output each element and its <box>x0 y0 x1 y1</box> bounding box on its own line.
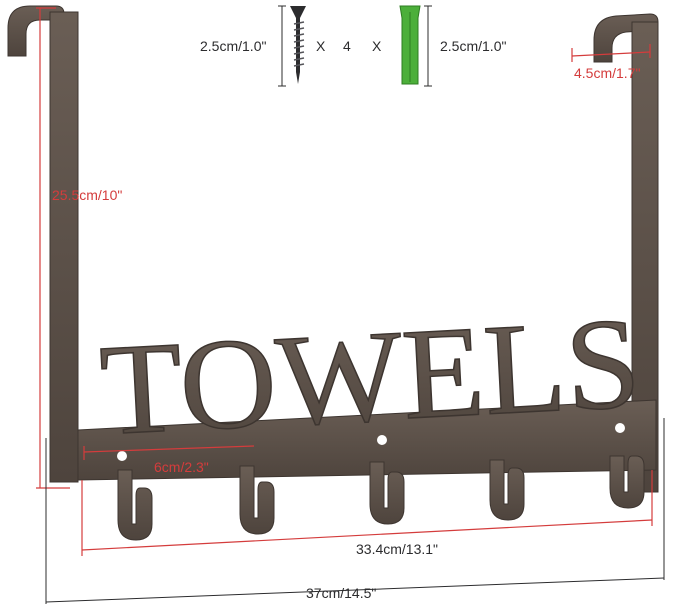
height-label: 25.5cm/10" <box>52 187 122 203</box>
height-dimension-line <box>36 7 70 489</box>
hook-spacing-label: 6cm/2.3" <box>154 459 209 475</box>
left-arm <box>49 11 79 483</box>
multiplier-label: X <box>316 38 326 54</box>
hook-spacing-dimension-line <box>83 445 255 460</box>
multiplier-label-2: X <box>372 38 382 54</box>
hook-3 <box>369 461 405 525</box>
screw-icon <box>278 5 306 87</box>
hook-depth-dimension-line <box>571 44 651 62</box>
screw-hole <box>117 451 127 461</box>
hook-5 <box>609 455 645 509</box>
total-width-dimension-line <box>45 418 665 604</box>
hook-2 <box>239 465 275 535</box>
hook-1 <box>117 469 153 541</box>
total-width-label: 37cm/14.5" <box>306 585 376 601</box>
screw-hole <box>615 423 625 433</box>
screw-hole <box>377 435 387 445</box>
hook-depth-label: 4.5cm/1.7" <box>574 65 640 81</box>
hook-4 <box>489 459 525 521</box>
wall-anchor-icon <box>399 5 432 87</box>
bottom-bar <box>77 399 657 481</box>
screw-count-label: 4 <box>343 38 351 54</box>
hook-span-dimension-line <box>81 470 653 556</box>
hook-span-label: 33.4cm/13.1" <box>356 541 438 557</box>
towels-lettering: TOWELS <box>97 291 644 463</box>
anchor-length-label: 2.5cm/1.0" <box>440 38 506 54</box>
screw-length-label: 2.5cm/1.0" <box>200 38 266 54</box>
